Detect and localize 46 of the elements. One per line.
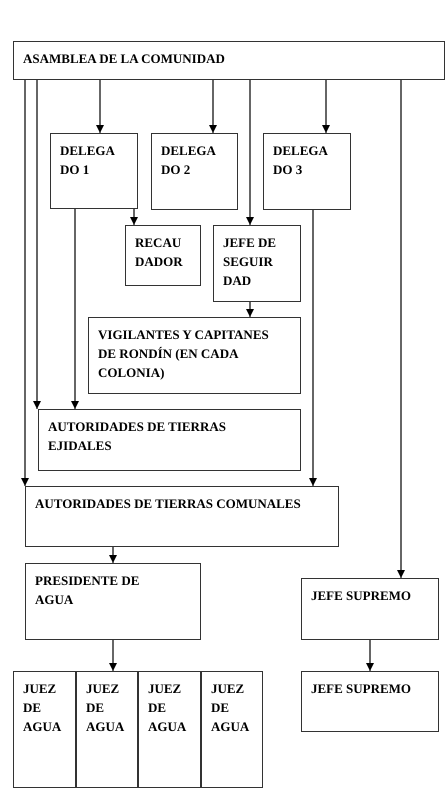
arrow [21,80,29,486]
org-box [25,486,339,547]
arrow [246,80,254,225]
arrow [71,209,79,409]
org-box [138,671,201,788]
arrow [96,80,104,133]
box-label: JEFE DE SEGUIR DAD [223,234,278,290]
org-box [50,133,138,209]
org-box [201,671,263,788]
org-box [88,317,301,394]
box-label: AUTORIDADES DE TIERRAS COMUNALES [35,495,302,513]
box-label: PRESIDENTE DE AGUA [35,572,140,609]
arrow [366,640,374,671]
arrow [109,640,117,671]
org-box [301,578,439,640]
arrow [130,209,138,225]
org-box [13,671,76,788]
org-box [213,225,301,302]
arrow [397,80,405,578]
org-box [151,133,238,210]
org-box [76,671,138,788]
arrow [109,547,117,563]
box-label: JUEZ DE AGUA [148,680,188,736]
box-label: DELEGA DO 2 [161,142,217,179]
box-label: VIGILANTES Y CAPITANES DE RONDÍN (EN CADA COLONIA) [98,326,270,382]
box-label: DELEGA DO 3 [273,142,329,179]
org-box [125,225,201,286]
box-label: AUTORIDADES DE TIERRAS EJIDALES [48,418,227,455]
org-box [25,563,201,640]
org-box [301,671,439,732]
arrow [309,210,317,486]
box-label: JEFE SUPREMO [311,587,412,605]
arrow [322,80,330,133]
arrow [33,80,41,409]
arrow [209,80,217,133]
org-box [263,133,351,210]
box-label: RECAU DADOR [135,234,184,271]
box-label: JUEZ DE AGUA [211,680,250,736]
org-box [13,41,445,80]
box-label: JUEZ DE AGUA [86,680,126,736]
org-box [38,409,301,471]
box-label: DELEGA DO 1 [60,142,116,179]
box-label: JUEZ DE AGUA [23,680,62,736]
arrow [246,302,254,317]
box-label: JEFE SUPREMO [311,680,412,698]
box-label: ASAMBLEA DE LA COMUNIDAD [23,50,226,68]
